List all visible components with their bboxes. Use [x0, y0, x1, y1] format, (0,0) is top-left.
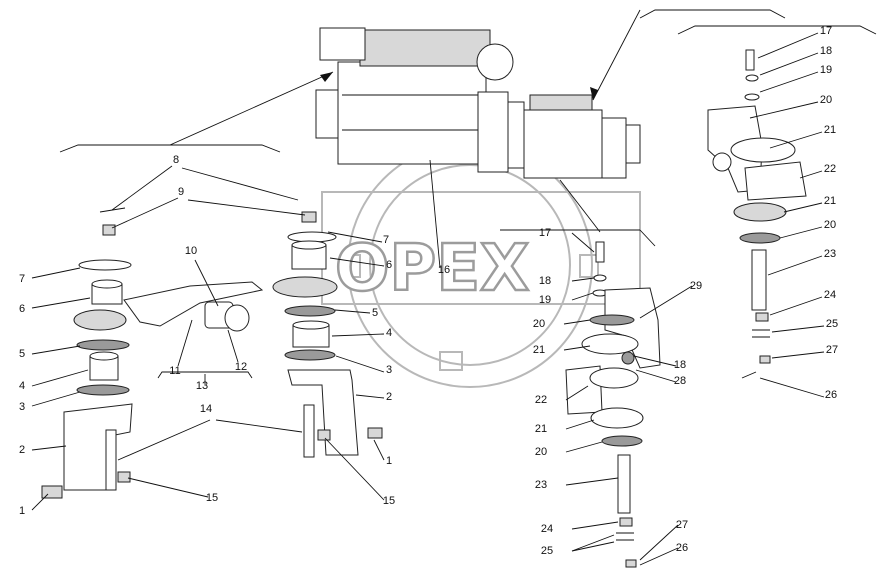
callout-c20r: 20	[820, 94, 832, 106]
right-rear-support	[707, 49, 807, 379]
callout-c21m: 21	[533, 344, 545, 356]
callout-c23r: 23	[824, 248, 836, 260]
middle-rear-support	[565, 241, 661, 568]
callout-c24r: 24	[824, 289, 836, 301]
callout-c5m: 5	[372, 307, 378, 319]
callout-c23m: 23	[535, 479, 547, 491]
callout-c18r: 18	[820, 45, 832, 57]
callout-c2l: 2	[19, 444, 25, 456]
left-front-support	[41, 207, 264, 499]
callout-c15l: 15	[206, 492, 218, 504]
callout-c25r: 25	[826, 318, 838, 330]
callout-c24m: 24	[541, 523, 553, 535]
right-front-support	[272, 211, 383, 458]
callout-c2m: 2	[386, 391, 392, 403]
callout-c1m: 1	[386, 455, 392, 467]
callout-c12: 12	[235, 361, 247, 373]
callout-c19m: 19	[539, 294, 551, 306]
callout-c18m2: 18	[674, 359, 686, 371]
callout-c17r: 17	[820, 25, 832, 37]
callout-c8: 8	[173, 154, 179, 166]
callout-c16: 16	[438, 264, 450, 276]
callout-c15m: 15	[383, 495, 395, 507]
callout-c27r: 27	[826, 344, 838, 356]
callout-c7m: 7	[383, 234, 389, 246]
callout-c18m: 18	[539, 275, 551, 287]
callout-c21m2: 21	[535, 423, 547, 435]
callout-c21r: 21	[824, 124, 836, 136]
callout-c3l: 3	[19, 401, 25, 413]
callout-c3m: 3	[386, 364, 392, 376]
callout-c25m: 25	[541, 545, 553, 557]
callout-c26m: 26	[676, 542, 688, 554]
engine-gearbox-assembly	[315, 27, 641, 269]
callout-c9: 9	[178, 186, 184, 198]
section-brackets	[59, 9, 877, 247]
callout-c6l: 6	[19, 303, 25, 315]
callout-c14: 14	[200, 403, 212, 415]
callout-c20m2: 20	[535, 446, 547, 458]
callout-c27m: 27	[676, 519, 688, 531]
callout-c22r: 22	[824, 163, 836, 175]
callout-c1l: 1	[19, 505, 25, 517]
callout-c11: 11	[169, 365, 180, 377]
callout-c5l: 5	[19, 348, 25, 360]
callout-c28: 28	[674, 375, 686, 387]
callout-c6m: 6	[386, 259, 392, 271]
callout-c21r2: 21	[824, 195, 836, 207]
callout-c4m: 4	[386, 327, 392, 339]
callout-c13: 13	[196, 380, 208, 392]
leader-lines	[31, 32, 825, 566]
watermark-text: OPEX	[335, 232, 529, 306]
callout-c7l: 7	[19, 273, 25, 285]
watermark: OPEX	[321, 134, 641, 388]
callout-c26r: 26	[825, 389, 837, 401]
callout-c22m: 22	[535, 394, 547, 406]
callout-c20r2: 20	[824, 219, 836, 231]
callout-c10: 10	[185, 245, 197, 257]
callout-c4l: 4	[19, 380, 25, 392]
callout-c29: 29	[690, 280, 702, 292]
callout-c19r: 19	[820, 64, 832, 76]
callout-c20m: 20	[533, 318, 545, 330]
callout-c17m: 17	[539, 227, 551, 239]
